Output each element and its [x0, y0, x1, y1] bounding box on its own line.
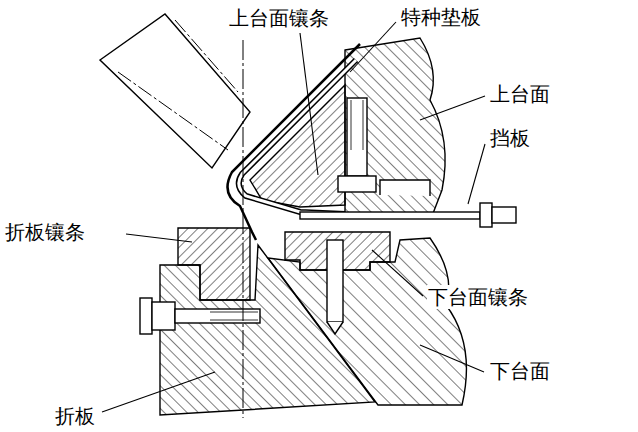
- stop-knob: [492, 207, 516, 223]
- workpiece-sheet: [228, 44, 361, 240]
- center-line: [243, 40, 244, 418]
- part-label: 折板: [54, 404, 96, 428]
- center-line: [175, 20, 238, 92]
- bolt: [175, 309, 260, 323]
- bolt-head: [140, 298, 152, 334]
- part-label: 特种垫板: [400, 5, 482, 29]
- slot: [380, 180, 430, 196]
- part-label: 挡板: [489, 126, 531, 150]
- leader-lines: [102, 22, 485, 412]
- special-pad-plate: [239, 60, 356, 214]
- bolt-head: [338, 176, 376, 192]
- folding-beam-swung: [100, 14, 250, 168]
- center-line: [118, 72, 228, 150]
- upper-strip: [250, 85, 345, 207]
- stop-knob: [480, 203, 492, 227]
- part-label: 上台面镶条: [228, 6, 330, 30]
- bolt-head: [152, 302, 175, 330]
- screw: [327, 240, 343, 322]
- part-label: 下台面: [489, 359, 551, 383]
- part-label: 上台面: [489, 82, 551, 106]
- part-label: 下台面镶条: [427, 285, 529, 309]
- part-label: 折板镶条: [4, 220, 86, 244]
- stop-rod: [300, 212, 480, 219]
- bolt: [347, 98, 367, 176]
